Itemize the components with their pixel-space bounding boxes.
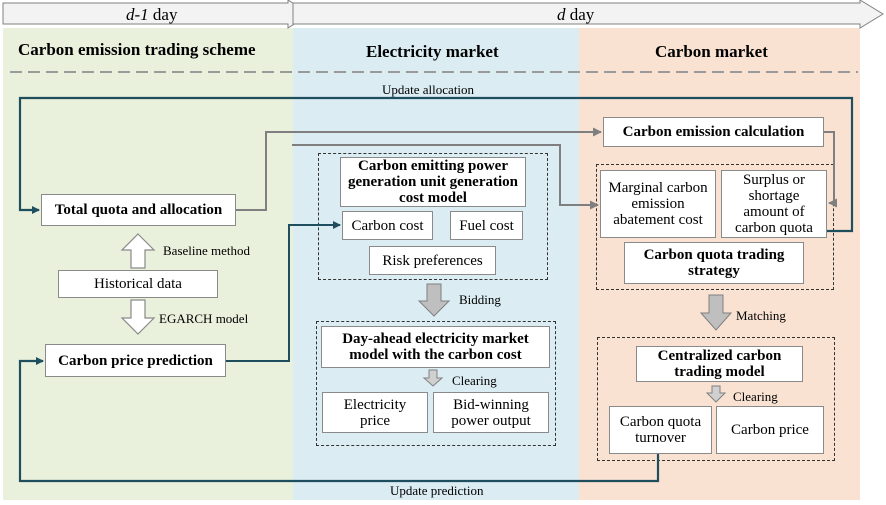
baseline-block-arrow bbox=[120, 233, 156, 269]
centralized-model-box: Centralized carbon trading model bbox=[636, 346, 803, 382]
clearing-mid-arrow bbox=[422, 369, 444, 387]
cost-model-to-marginal-arrow bbox=[292, 144, 599, 210]
right-panel-title: Carbon market bbox=[655, 42, 768, 61]
dayahead-model-group bbox=[316, 321, 556, 446]
carbon-price-box: Carbon price bbox=[716, 406, 824, 454]
prev-day-symbol: d-1 bbox=[126, 5, 149, 24]
current-day-arrow bbox=[292, 0, 884, 29]
electricity-price-box: Electricity price bbox=[322, 392, 428, 433]
cost-model-title-box: Carbon emitting power generation unit ge… bbox=[340, 157, 526, 207]
marginal-abatement-cost-box: Marginal carbon emission abatement cost bbox=[600, 170, 716, 238]
historical-data-box: Historical data bbox=[58, 270, 218, 298]
update-allocation-arrow bbox=[18, 96, 854, 233]
prev-day-word: day bbox=[148, 5, 178, 24]
trading-strategy-group bbox=[596, 164, 834, 290]
egarch-model-label: EGARCH model bbox=[159, 311, 249, 326]
current-day-label: d day bbox=[557, 5, 594, 25]
update-prediction-label: Update prediction bbox=[390, 483, 484, 498]
bidding-label: Bidding bbox=[459, 292, 501, 307]
middle-panel-title: Electricity market bbox=[366, 42, 499, 61]
matching-block-arrow bbox=[699, 294, 733, 331]
left-panel bbox=[3, 28, 293, 500]
centralized-model-group bbox=[597, 337, 835, 461]
carbon-quota-turnover-box: Carbon quota turnover bbox=[609, 406, 712, 454]
update-prediction-arrow bbox=[18, 357, 660, 483]
matching-label: Matching bbox=[736, 308, 786, 323]
carbon-price-prediction-box: Carbon price prediction bbox=[45, 344, 226, 377]
clearing-right-label: Clearing bbox=[733, 389, 778, 404]
baseline-method-label: Baseline method bbox=[163, 243, 251, 258]
quota-to-emission-arrow bbox=[236, 127, 602, 211]
current-day-word: day bbox=[565, 5, 595, 24]
clearing-mid-label: Clearing bbox=[452, 373, 497, 388]
cost-model-group bbox=[318, 153, 548, 280]
bid-winning-output-box: Bid-winning power output bbox=[433, 392, 549, 433]
egarch-block-arrow bbox=[120, 299, 156, 335]
bidding-block-arrow bbox=[417, 283, 451, 317]
prev-day-label: d-1 day bbox=[126, 5, 177, 25]
current-day-symbol: d bbox=[557, 5, 566, 24]
left-panel-title: Carbon emission trading scheme bbox=[18, 40, 256, 59]
trading-strategy-box: Carbon quota trading strategy bbox=[624, 242, 804, 284]
prediction-to-carbon-cost-arrow bbox=[226, 221, 341, 362]
carbon-cost-box: Carbon cost bbox=[342, 211, 433, 240]
fuel-cost-box: Fuel cost bbox=[450, 211, 523, 240]
clearing-right-arrow bbox=[705, 385, 727, 403]
risk-preferences-box: Risk preferences bbox=[369, 246, 496, 275]
dayahead-model-title-box: Day-ahead electricity market model with … bbox=[321, 326, 550, 368]
emission-to-surplus-arrow bbox=[824, 131, 837, 208]
emission-calculation-box: Carbon emission calculation bbox=[603, 117, 824, 147]
update-allocation-label: Update allocation bbox=[382, 82, 475, 97]
surplus-shortage-box: Surplus or shortage amount of carbon quo… bbox=[721, 170, 827, 238]
total-quota-allocation-box: Total quota and allocation bbox=[41, 194, 236, 226]
